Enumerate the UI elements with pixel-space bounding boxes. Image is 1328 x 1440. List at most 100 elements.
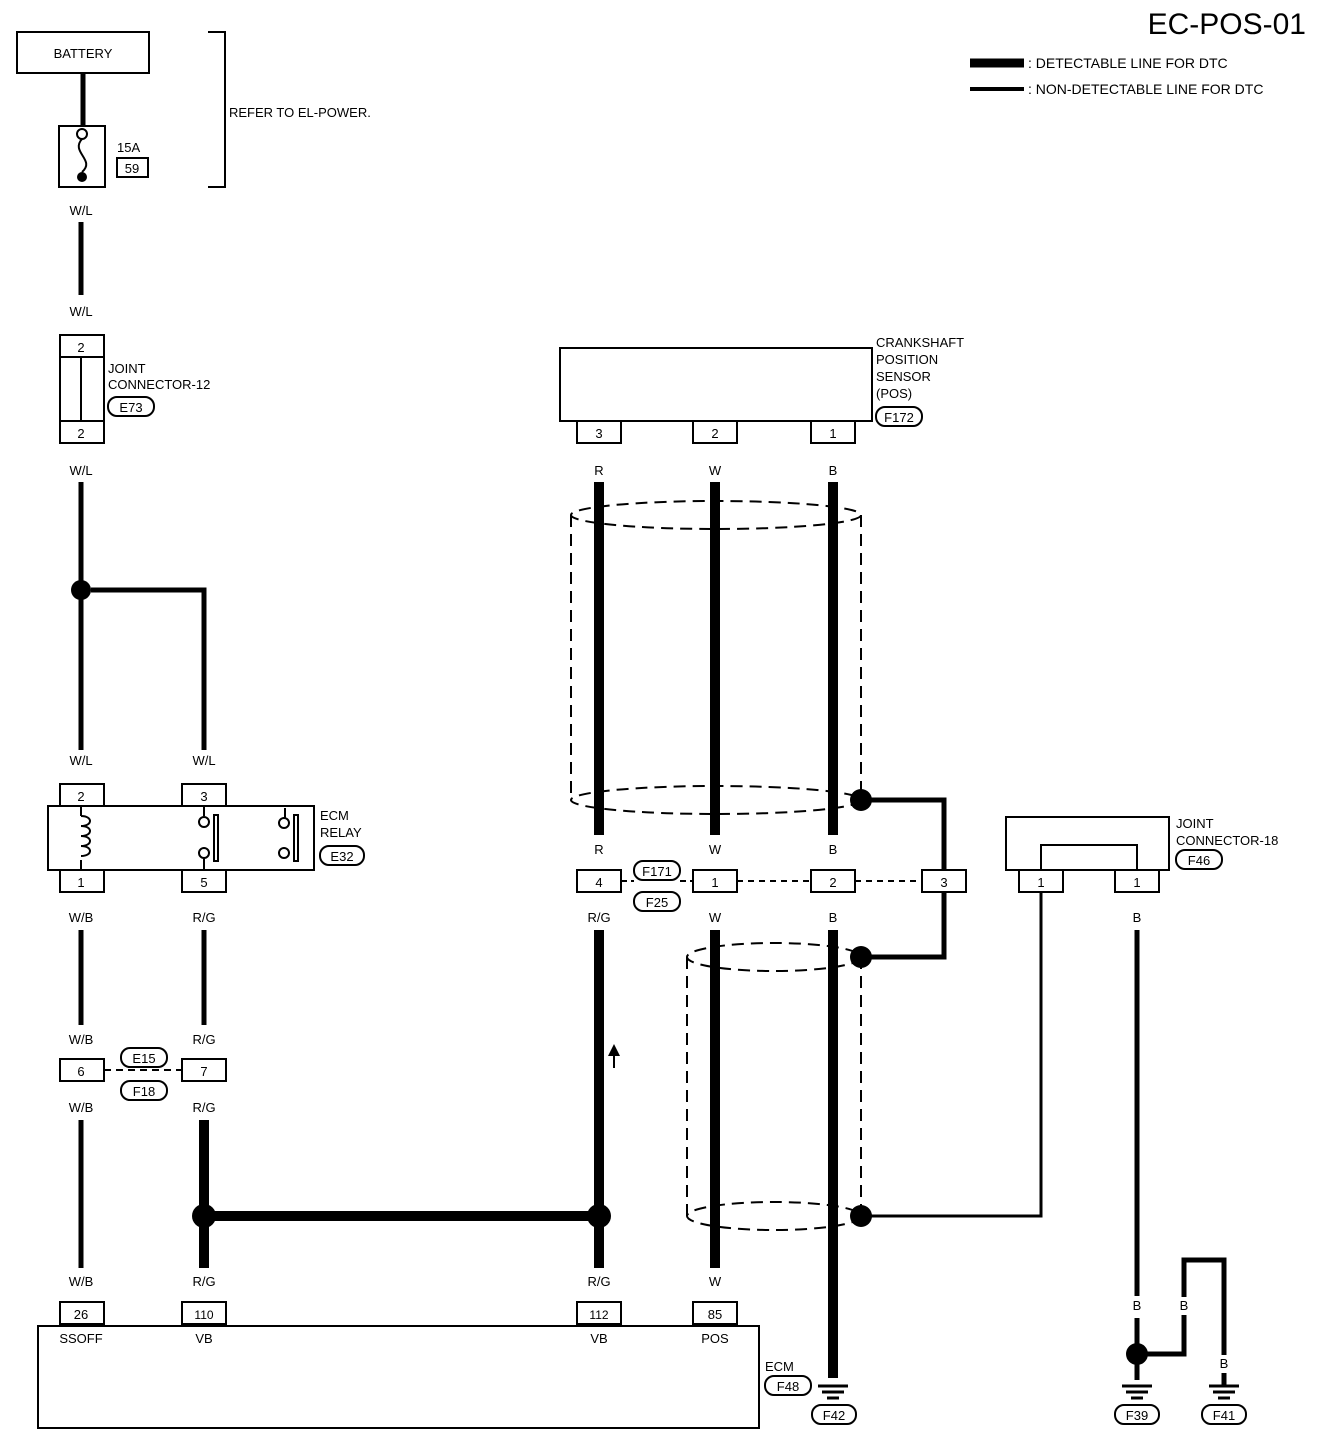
wire-color-b-1: B: [829, 463, 838, 478]
jc18-code: F46: [1188, 853, 1210, 868]
jc12-bottom-pin: 2: [77, 426, 84, 441]
e15-pin7: 7: [200, 1064, 207, 1079]
relay-pin5: 5: [200, 875, 207, 890]
sensor-pin3: 3: [595, 426, 602, 441]
wire-color-b-6: B: [1180, 1298, 1189, 1313]
ecm-terminal-vb-2: VB: [590, 1331, 607, 1346]
ground-f41-badge: [1201, 1404, 1247, 1425]
ground-f42-code: F42: [823, 1408, 845, 1423]
ecm-pin112-box: [576, 1301, 622, 1325]
wire-color-r-1: R: [594, 463, 603, 478]
ground-f41-icon: [1209, 1384, 1239, 1400]
wire-shield-upper-drain: [861, 797, 947, 870]
jc12-label-line2: CONNECTOR-12: [108, 377, 210, 392]
ground-f41-code: F41: [1213, 1408, 1235, 1423]
wire-color-b-2: B: [829, 842, 838, 857]
wire-color-b-5: B: [1133, 1298, 1142, 1313]
f18-code: F18: [133, 1084, 155, 1099]
sensor-pin1-box: [810, 420, 856, 444]
ground-f42-badge: [811, 1404, 857, 1425]
battery-label: BATTERY: [54, 46, 113, 61]
wire-color-w-2: W: [709, 842, 722, 857]
ecm-terminal-pos: POS: [701, 1331, 729, 1346]
f171-pin1: 1: [711, 875, 718, 890]
wire-shield-to-jc18: [861, 892, 1043, 1218]
fuse-terminal-top: [76, 128, 88, 140]
ecm-pin85-box: [692, 1301, 738, 1325]
wire-color-w-1: W: [709, 463, 722, 478]
f18-code-badge: [120, 1080, 168, 1101]
jc18-label-line1: JOINT: [1176, 816, 1214, 831]
relay-switch-contact-bottom: [198, 847, 210, 859]
wire-color-rg-6: R/G: [587, 1274, 610, 1289]
wire-color-b-7: B: [1220, 1356, 1229, 1371]
wire-b-ground-branch-b: [1181, 1257, 1227, 1355]
ecm-pin112: 112: [589, 1308, 608, 1322]
ecm-terminal-ssoff: SSOFF: [59, 1331, 102, 1346]
wire-color-wl-4: W/L: [69, 753, 92, 768]
ecm-terminal-vb-1: VB: [195, 1331, 212, 1346]
jc12-label-line1: JOINT: [108, 361, 146, 376]
sensor-pin3-box: [576, 420, 622, 444]
battery-box: [16, 31, 150, 74]
jc18-body: [1005, 816, 1170, 871]
diagram-title: EC-POS-01: [1148, 8, 1306, 41]
sensor-label-line2: POSITION: [876, 352, 938, 367]
ground-f39-icon: [1122, 1384, 1152, 1400]
jc18-pin-right: 1: [1133, 875, 1140, 890]
ecm-body: [37, 1325, 760, 1429]
jc12-code: E73: [119, 400, 142, 415]
jc18-pin-left-box: [1018, 869, 1064, 893]
wire-color-w-3: W: [709, 910, 722, 925]
sensor-pin2: 2: [711, 426, 718, 441]
jc18-pin-left: 1: [1037, 875, 1044, 890]
ecm-code-badge: [764, 1375, 812, 1396]
wire-color-rg-5: R/G: [587, 910, 610, 925]
ecm-label: ECM: [765, 1359, 794, 1374]
arrow-up-icon: [608, 1044, 620, 1056]
relay-body: [47, 805, 315, 871]
relay-code-badge: [319, 845, 365, 866]
sensor-label-line1: CRANKSHAFT: [876, 335, 964, 350]
relay-code: E32: [330, 849, 353, 864]
jc12-top-pin: 2: [77, 340, 84, 355]
wire-color-b-4: B: [1133, 910, 1142, 925]
legend-non-detectable-label: : NON-DETECTABLE LINE FOR DTC: [1028, 81, 1263, 97]
wire-color-rg-1: R/G: [192, 910, 215, 925]
relay-pin1-box: [59, 869, 105, 893]
wire-color-wl-3: W/L: [69, 463, 92, 478]
crankshaft-sensor-body: [559, 347, 873, 422]
wire-color-wl-5: W/L: [192, 753, 215, 768]
ecm-pin85: 85: [708, 1307, 722, 1322]
wire-color-wb-2: W/B: [69, 1032, 94, 1047]
e15-pin6: 6: [77, 1064, 84, 1079]
fuse-terminal-bottom: [77, 172, 87, 182]
refer-bracket: [208, 31, 226, 188]
relay-pin1: 1: [77, 875, 84, 890]
ground-f39-badge: [1114, 1404, 1160, 1425]
wire-shield-lower-drain: [861, 892, 947, 960]
junction-dot-wl: [71, 580, 91, 600]
relay-label-line2: RELAY: [320, 825, 362, 840]
ecm-pin110: 110: [194, 1308, 213, 1322]
wire-color-wb-3: W/B: [69, 1100, 94, 1115]
legend-detectable-label: : DETECTABLE LINE FOR DTC: [1028, 55, 1228, 71]
fuse-number-box: [116, 157, 149, 178]
fuse-element: [77, 138, 88, 173]
f171-pin2: 2: [829, 875, 836, 890]
sensor-label-line3: SENSOR: [876, 369, 931, 384]
relay-switch-blade: [213, 814, 219, 862]
relay-switch-contact-top: [198, 816, 210, 828]
relay-aux-contact-top: [278, 817, 290, 829]
sensor-code-badge: [875, 406, 923, 427]
relay-pin2: 2: [77, 789, 84, 804]
f171-code: F171: [642, 864, 672, 879]
relay-pin3: 3: [200, 789, 207, 804]
wire-color-rg-2: R/G: [192, 1032, 215, 1047]
relay-aux-blade: [293, 814, 299, 862]
relay-aux-contact-bottom: [278, 847, 290, 859]
f25-code: F25: [646, 895, 668, 910]
relay-pin5-box: [181, 869, 227, 893]
e15-code-badge: [120, 1047, 168, 1068]
wire-color-wl-1: W/L: [69, 203, 92, 218]
